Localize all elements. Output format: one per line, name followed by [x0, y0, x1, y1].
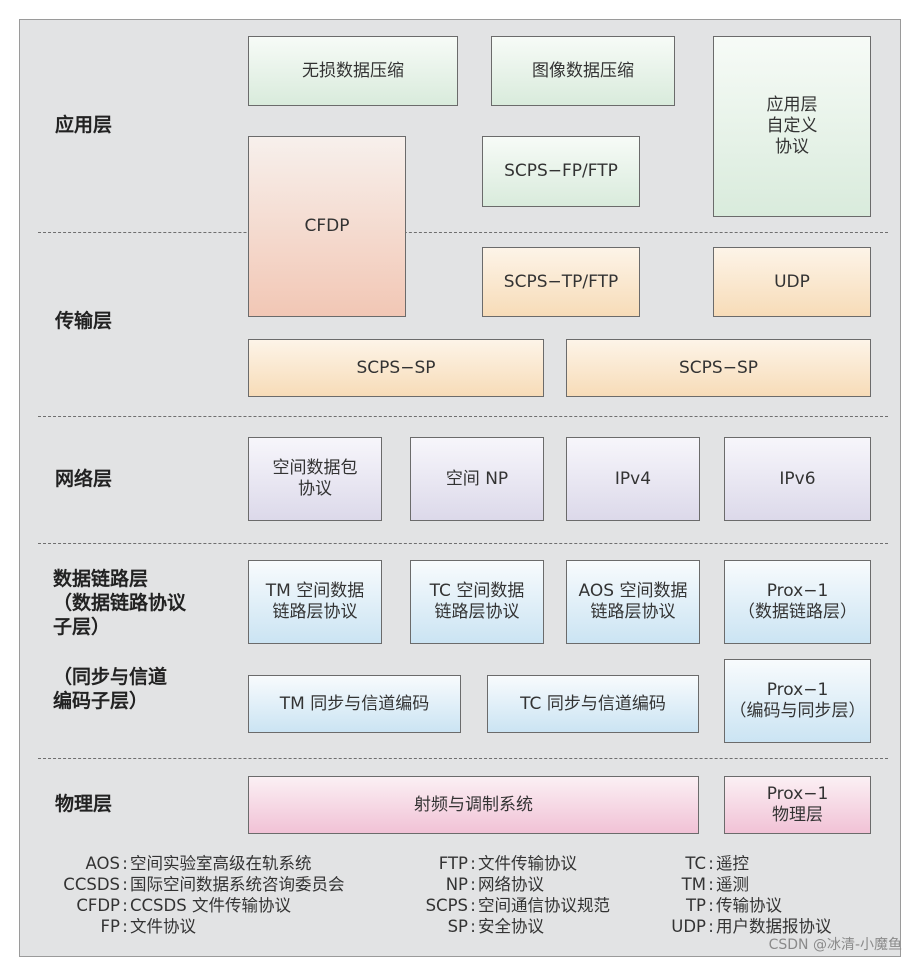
watermark: CSDN @冰清-小魔鱼 — [768, 937, 902, 953]
box-udp: UDP — [713, 247, 871, 317]
legend-value: 用户数据报协议 — [716, 917, 832, 936]
legend-value: 空间实验室高级在轨系统 — [130, 854, 312, 873]
divider-network-datalink — [38, 543, 888, 544]
box-lossless-compression: 无损数据压缩 — [248, 36, 458, 106]
legend-value: CCSDS 文件传输协议 — [130, 896, 291, 915]
legend-key: FTP — [438, 854, 468, 873]
legend-separator: : — [122, 917, 128, 936]
layer-label-physical: 物理层 — [55, 793, 113, 815]
box-ipv4: IPv4 — [566, 437, 700, 521]
box-image-compression: 图像数据压缩 — [491, 36, 675, 106]
legend-value: 空间通信协议规范 — [478, 896, 610, 915]
layer-label-datalink: 数据链路层 （数据链路协议 子层） — [53, 568, 187, 638]
legend-value: 传输协议 — [716, 896, 782, 915]
legend-key: FP — [100, 917, 120, 936]
layer-label-application: 应用层 — [55, 114, 113, 136]
legend-separator: : — [470, 854, 476, 873]
box-prox1-sync-coding: Prox−1 （编码与同步层） — [724, 659, 871, 743]
box-space-packet-protocol: 空间数据包 协议 — [248, 437, 382, 521]
box-rf-modulation: 射频与调制系统 — [248, 776, 699, 834]
box-tc-sync-coding: TC 同步与信道编码 — [487, 675, 699, 733]
legend-separator: : — [122, 896, 128, 915]
legend-key: AOS — [85, 854, 120, 873]
box-app-custom-protocol: 应用层 自定义 协议 — [713, 36, 871, 217]
legend-key: CCSDS — [63, 875, 120, 894]
legend-separator: : — [708, 875, 714, 894]
legend-separator: : — [708, 854, 714, 873]
legend-row: CFDP:CCSDS 文件传输协议 — [46, 895, 345, 916]
legend-key: TM — [681, 875, 706, 894]
legend-key: TP — [685, 896, 706, 915]
legend-row: UDP:用户数据报协议 — [664, 916, 832, 937]
box-scps-tp: SCPS−TP/FTP — [482, 247, 640, 317]
legend-row: CCSDS:国际空间数据系统咨询委员会 — [46, 874, 345, 895]
box-space-np: 空间 NP — [410, 437, 544, 521]
legend-value: 遥控 — [716, 854, 749, 873]
legend-key: NP — [445, 875, 468, 894]
box-tc-datalink: TC 空间数据 链路层协议 — [410, 560, 544, 644]
legend-row: TP:传输协议 — [664, 895, 832, 916]
legend-row: FTP:文件传输协议 — [418, 853, 610, 874]
legend-value: 安全协议 — [478, 917, 544, 936]
box-prox1-physical: Prox−1 物理层 — [724, 776, 871, 834]
box-prox1-datalink: Prox−1 （数据链路层） — [724, 560, 871, 644]
legend-column-2: FTP:文件传输协议 NP:网络协议 SCPS:空间通信协议规范 SP:安全协议 — [418, 853, 610, 937]
legend-separator: : — [470, 896, 476, 915]
box-tm-datalink: TM 空间数据 链路层协议 — [248, 560, 382, 644]
legend-column-3: TC:遥控 TM:遥测 TP:传输协议 UDP:用户数据报协议 — [664, 853, 832, 937]
box-cfdp: CFDP — [248, 136, 406, 317]
box-scps-fp: SCPS−FP/FTP — [482, 136, 640, 207]
layer-label-network: 网络层 — [55, 468, 113, 490]
box-aos-datalink: AOS 空间数据 链路层协议 — [566, 560, 700, 644]
legend-row: AOS:空间实验室高级在轨系统 — [46, 853, 345, 874]
legend-value: 遥测 — [716, 875, 749, 894]
legend-separator: : — [708, 896, 714, 915]
legend-value: 网络协议 — [478, 875, 544, 894]
legend-row: TM:遥测 — [664, 874, 832, 895]
layer-label-transport: 传输层 — [55, 310, 113, 332]
box-tm-sync-coding: TM 同步与信道编码 — [248, 675, 461, 733]
legend-value: 文件传输协议 — [478, 854, 577, 873]
legend-column-1: AOS:空间实验室高级在轨系统 CCSDS:国际空间数据系统咨询委员会 CFDP… — [46, 853, 345, 937]
divider-transport-network — [38, 416, 888, 417]
legend-key: CFDP — [76, 896, 120, 915]
box-scps-sp-left: SCPS−SP — [248, 339, 544, 397]
legend-separator: : — [470, 917, 476, 936]
legend-value: 文件协议 — [130, 917, 196, 936]
legend-row: NP:网络协议 — [418, 874, 610, 895]
box-scps-sp-right: SCPS−SP — [566, 339, 871, 397]
legend-row: SCPS:空间通信协议规范 — [418, 895, 610, 916]
layer-label-sync: （同步与信道 编码子层） — [53, 666, 168, 712]
box-ipv6: IPv6 — [724, 437, 871, 521]
legend-key: SCPS — [425, 896, 468, 915]
legend-separator: : — [122, 875, 128, 894]
legend-row: FP:文件协议 — [46, 916, 345, 937]
divider-app-transport — [38, 232, 888, 233]
legend-separator: : — [708, 917, 714, 936]
legend-key: TC — [685, 854, 706, 873]
legend-key: SP — [447, 917, 468, 936]
legend-row: SP:安全协议 — [418, 916, 610, 937]
legend-separator: : — [122, 854, 128, 873]
legend-separator: : — [470, 875, 476, 894]
legend-row: TC:遥控 — [664, 853, 832, 874]
legend-value: 国际空间数据系统咨询委员会 — [130, 875, 345, 894]
legend-key: UDP — [671, 917, 706, 936]
divider-datalink-physical — [38, 758, 888, 759]
